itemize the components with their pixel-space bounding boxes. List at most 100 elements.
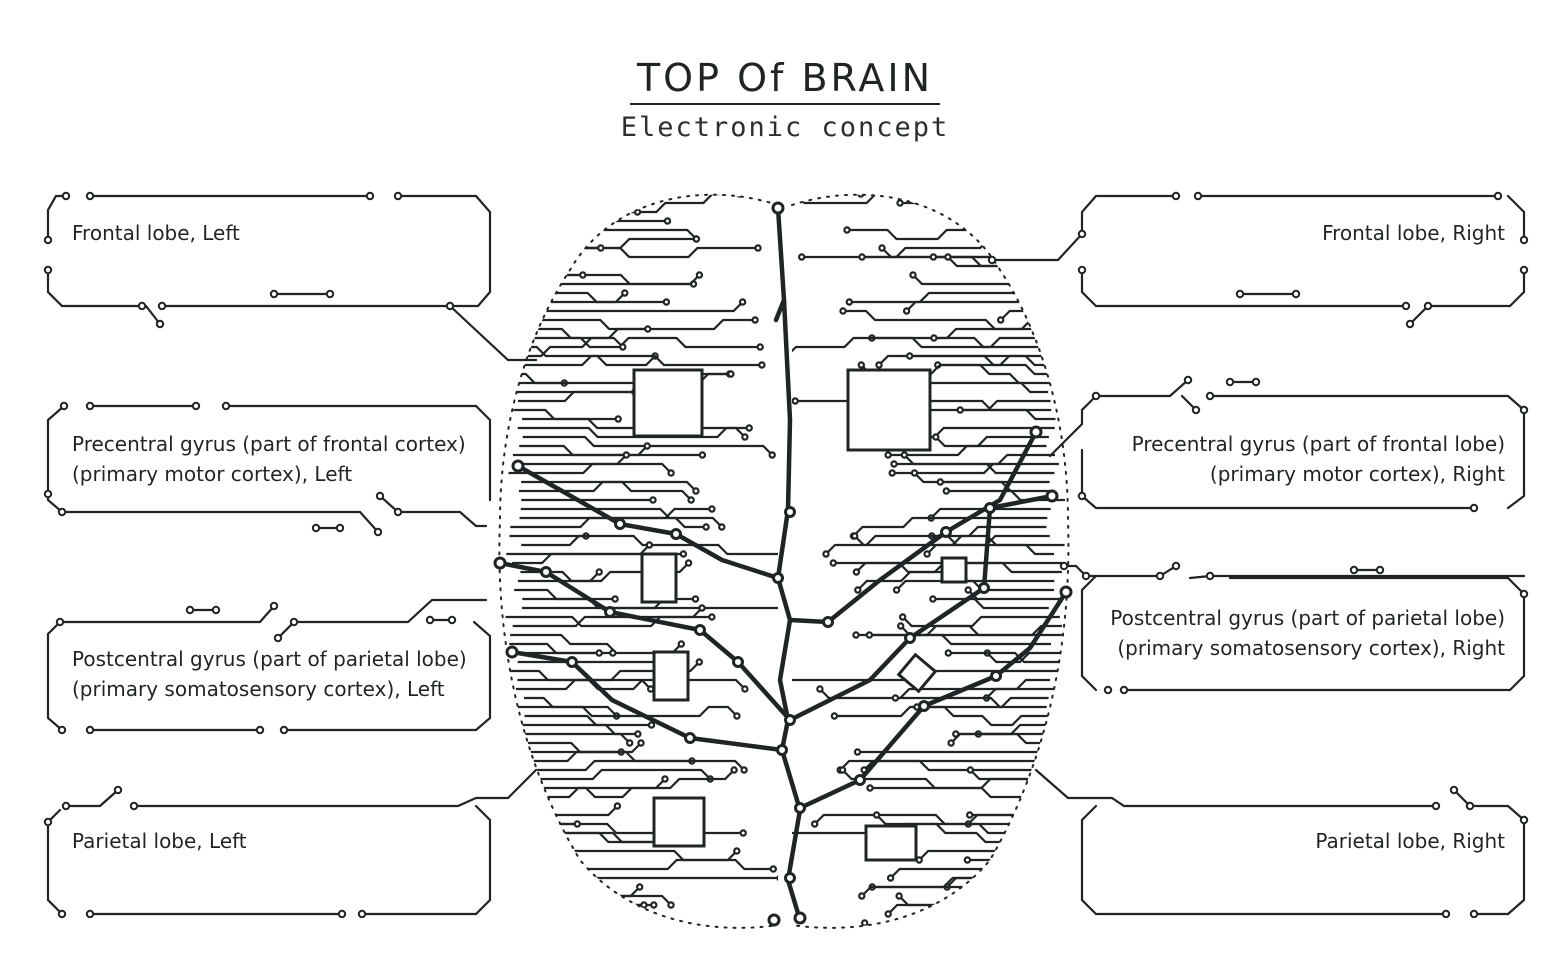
circuit-pad: [854, 586, 862, 594]
circuit-trace: [517, 732, 631, 744]
circuit-pad: [845, 298, 854, 306]
circuit-trace: [522, 435, 773, 456]
circuit-pad: [886, 874, 895, 882]
label-precentral-right: Precentral gyrus (part of frontal lobe) …: [1132, 429, 1505, 489]
circuit-pad: [695, 271, 704, 279]
circuit-trace: [517, 678, 746, 691]
circuit-pad: [573, 820, 582, 828]
circuit-pad: [888, 469, 896, 477]
frame-terminal-dot: [85, 401, 95, 411]
circuit-pad: [792, 397, 799, 405]
frame-terminal-dot: [211, 605, 221, 615]
circuit-trace: [903, 454, 1055, 475]
frame-terminal-dot: [1191, 405, 1201, 415]
frame-terminal-dot: [1091, 391, 1101, 401]
circuit-trace: [839, 759, 1051, 772]
circuit-pad: [758, 361, 766, 369]
circuit-pad: [698, 451, 707, 459]
frame-terminal-dot: [1205, 571, 1215, 581]
frame-terminal-dot: [43, 489, 53, 499]
circuit-trace: [505, 885, 641, 898]
frame-terminal-dot: [289, 617, 299, 627]
frame-terminal-dot: [57, 909, 67, 919]
circuit-trace: [863, 921, 1048, 928]
chips: [632, 368, 968, 862]
circuit-pad: [754, 244, 762, 252]
circuit-pad: [944, 649, 953, 657]
frame-terminal-dot: [1519, 815, 1529, 825]
brain-right-hemisphere: [792, 194, 1066, 934]
circuit-pad: [932, 433, 940, 441]
circuit-trace: [857, 570, 1055, 591]
frame-terminal-dot: [157, 301, 167, 311]
circuit-trace: [875, 814, 1054, 844]
frame-terminal-dot: [55, 617, 65, 627]
circuit-trace: [860, 194, 1064, 196]
circuit-pad: [741, 685, 749, 693]
frame-terminal-dot: [137, 301, 147, 311]
circuit-pad: [920, 929, 925, 934]
circuit-pad: [720, 929, 725, 934]
circuit-pad: [838, 766, 847, 774]
frame-terminal-dot: [337, 909, 347, 919]
circuit-trace: [505, 194, 753, 195]
circuit-pad: [747, 194, 756, 198]
circuit-pad: [637, 739, 645, 747]
circuit-trace: [509, 237, 758, 259]
circuit-trace: [986, 651, 1060, 664]
circuit-pad: [944, 253, 952, 261]
circuit-pad: [942, 487, 951, 495]
circuit-trace: [894, 453, 1055, 466]
circuit-trace: [895, 579, 1055, 592]
circuit-trace: [510, 831, 665, 844]
circuit-trace: [852, 516, 1048, 537]
circuit-pad: [843, 226, 851, 234]
circuit-pad: [611, 595, 619, 603]
circuit-trace: [518, 462, 672, 474]
circuit-pad: [902, 307, 911, 315]
frame-terminal-dot: [425, 615, 435, 625]
circuit-trace: [960, 408, 1056, 421]
circuit-trace: [516, 237, 697, 250]
circuit-trace: [813, 813, 1062, 826]
label-frontal-left: Frontal lobe, Left: [72, 218, 240, 248]
diagram-subtitle: Electronic concept: [620, 112, 950, 143]
label-parietal-right-line1: Parietal lobe, Right: [1315, 829, 1505, 853]
frame-terminal-dot: [1251, 377, 1261, 387]
circuit-trace: [517, 390, 635, 403]
circuit-pad: [727, 370, 735, 378]
circuit-trace: [849, 291, 1054, 304]
circuit-trace: [872, 876, 1058, 889]
circuit-pad: [884, 451, 892, 459]
circuit-pad: [906, 352, 914, 360]
circuit-pad: [929, 595, 937, 603]
frame-terminal-dot: [43, 817, 53, 827]
circuit-trace: [1005, 228, 1065, 241]
label-parietal-left: Parietal lobe, Left: [72, 826, 247, 856]
circuit-trace: [898, 895, 1054, 907]
frame-terminal-dot: [1519, 405, 1529, 415]
circuit-pad: [663, 217, 672, 225]
circuit-trace: [878, 354, 1053, 367]
label-postcentral-left-line2: (primary somatosensory cortex), Left: [72, 677, 445, 701]
circuit-pad: [791, 551, 796, 556]
frame-terminal-dot: [335, 523, 345, 533]
circuit-trace: [888, 444, 1047, 457]
callout-frames: [46, 194, 1526, 916]
frame-terminal-dot: [1205, 391, 1215, 401]
circuit-trace: [863, 759, 1058, 771]
circuit-trace: [511, 336, 624, 358]
circuit-pad: [614, 415, 622, 423]
circuit-pad: [708, 613, 716, 621]
circuit-pad: [792, 194, 800, 198]
frame-terminal-dot: [1519, 589, 1529, 599]
circuit-pad: [768, 451, 776, 459]
circuit-trace: [517, 562, 690, 583]
circuit-pad: [776, 874, 778, 882]
frame-terminal-dot: [43, 265, 53, 275]
frame-terminal-dot: [85, 191, 95, 201]
circuit-pad: [740, 766, 748, 774]
circuit-pad: [622, 451, 631, 459]
circuit-pad: [739, 829, 747, 837]
